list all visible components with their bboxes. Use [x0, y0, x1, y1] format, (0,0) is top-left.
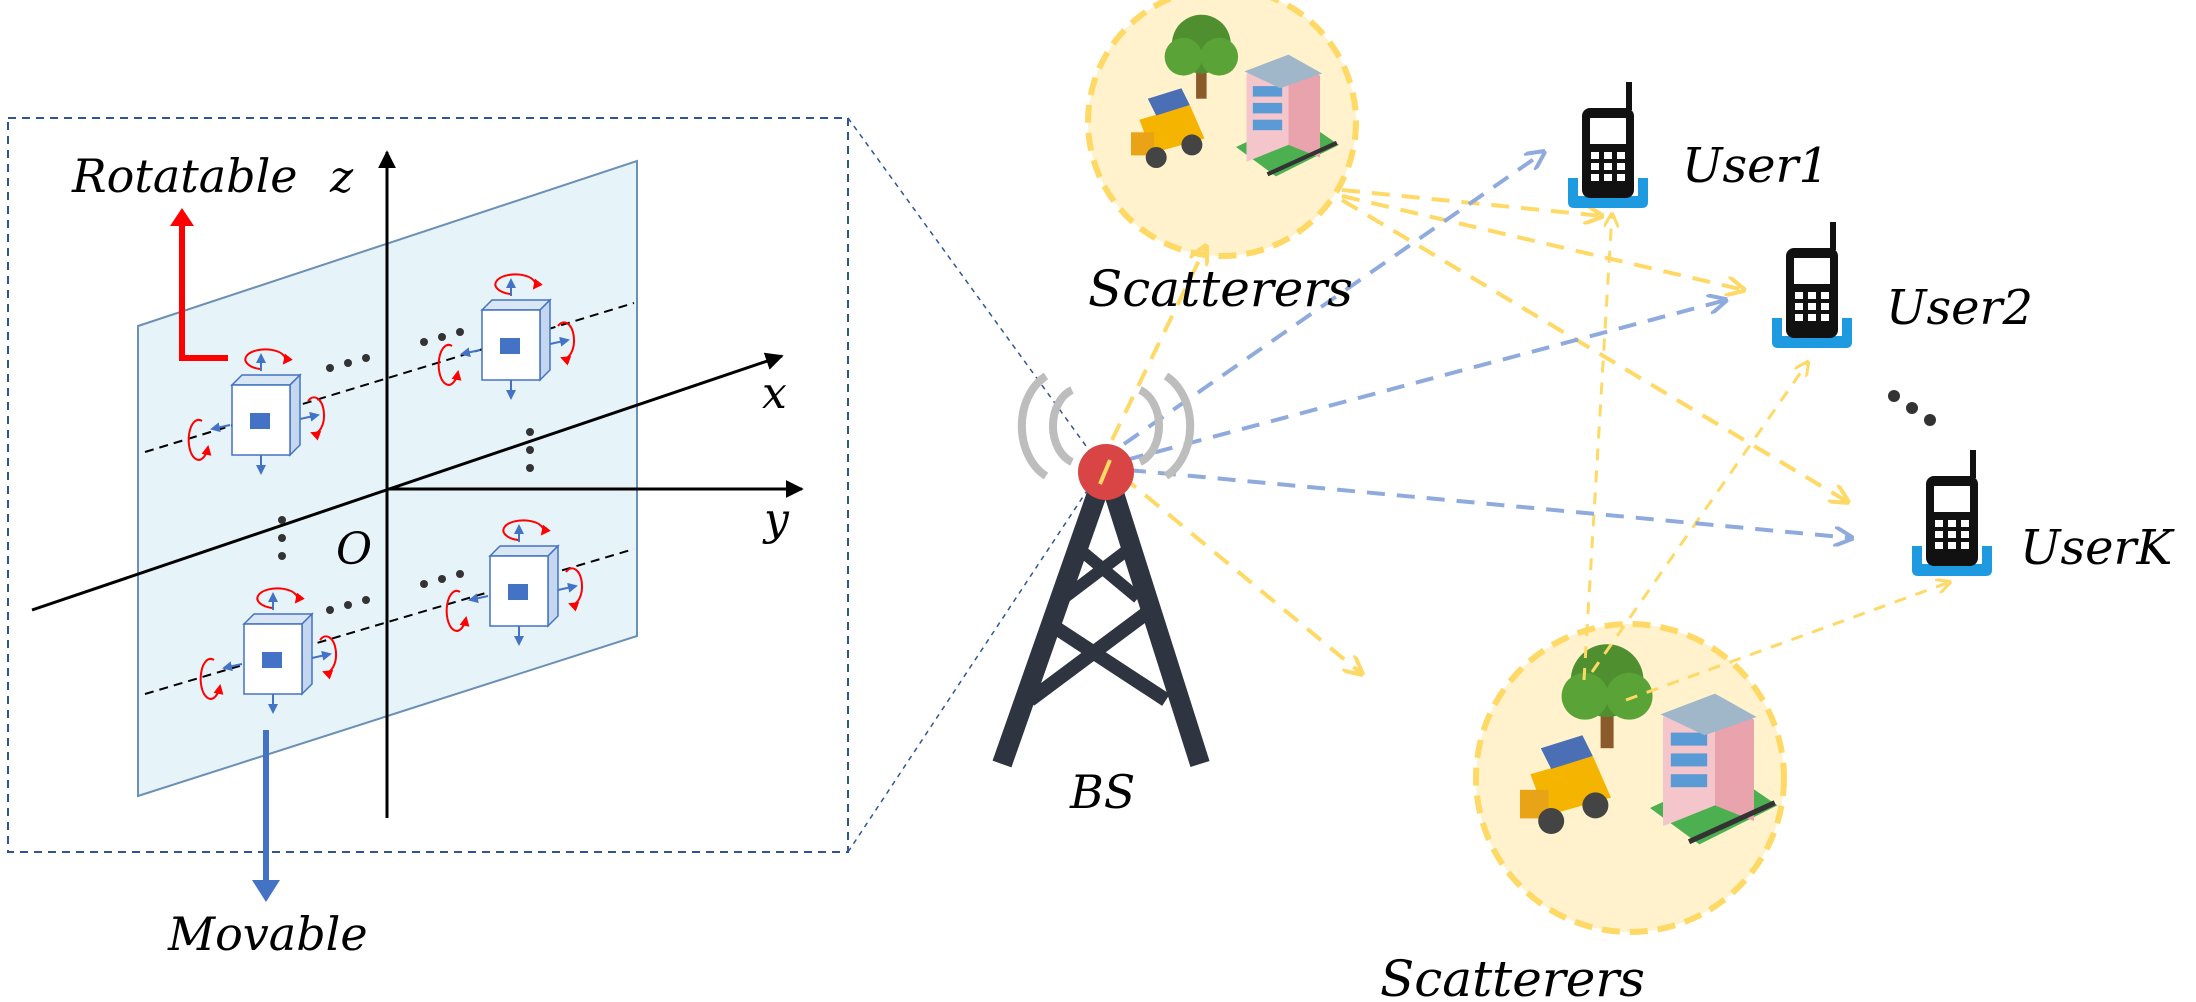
origin-label: O — [336, 524, 372, 575]
mobile-phone-icon — [1568, 82, 1648, 208]
axis-y-label: y — [762, 494, 790, 545]
x-axis — [31, 352, 784, 612]
scattered-links-thin — [1582, 214, 1950, 702]
mobile-phone-icon — [1772, 222, 1852, 348]
axis-x-label: x — [762, 368, 787, 419]
user1-label: User1 — [1682, 138, 1829, 194]
direct-links — [1122, 152, 1852, 538]
user2-label: User2 — [1886, 280, 2033, 336]
mobile-phone-icon — [1912, 450, 1992, 576]
zoom-connector-bottom — [847, 467, 1103, 853]
base-station-tower-icon — [992, 372, 1210, 768]
axis-z-label: z — [329, 152, 354, 203]
zoom-box — [7, 117, 849, 853]
zoom-connector-top — [847, 117, 1103, 469]
scatterers-top-label: Scatterers — [1088, 260, 1353, 318]
rotatable-label: Rotatable — [71, 149, 298, 203]
scatterers-bottom-label: Scatterers — [1380, 950, 1645, 1002]
ellipsis-dots — [278, 328, 534, 614]
rail-top — [144, 302, 635, 453]
userk-label: UserK — [2020, 520, 2175, 576]
bs-label: BS — [1069, 765, 1135, 819]
movable-label: Movable — [167, 907, 368, 961]
rotatable-arrow — [179, 222, 228, 361]
user-ellipsis-dots — [1888, 390, 1936, 426]
